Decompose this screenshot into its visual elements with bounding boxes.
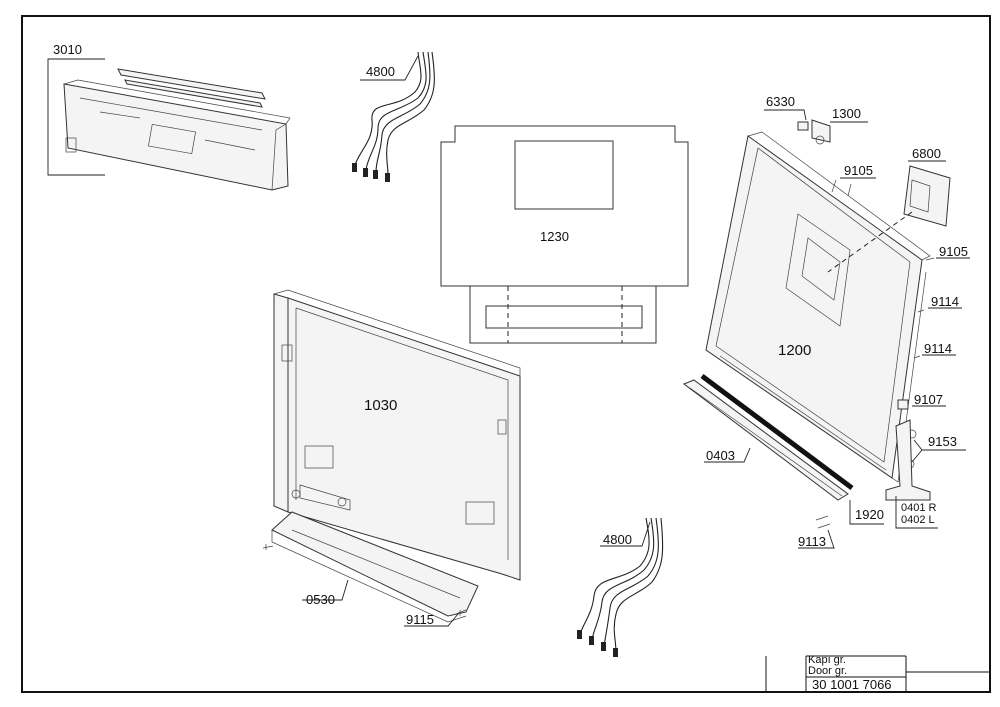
label-9107: 9107: [914, 392, 943, 407]
part-6330-latch-part: [764, 109, 809, 131]
label-9114-a: 9114: [931, 294, 959, 309]
label-1300: 1300: [832, 106, 861, 121]
label-1200: 1200: [778, 342, 811, 359]
label-6330: 6330: [766, 94, 795, 109]
part-9113-screw: [798, 515, 835, 549]
part-9107-clip: [897, 399, 946, 410]
part-1030-outer-door-panel: [273, 289, 521, 581]
label-1230: 1230: [540, 229, 569, 244]
label-9115: 9115: [406, 612, 434, 627]
part-1300-door-lock: [811, 119, 868, 145]
title-block: [765, 655, 990, 692]
title-line-2: Door gr.: [808, 665, 847, 677]
drawing-frame: [21, 15, 991, 693]
part-1920-door-seal: [700, 373, 884, 525]
label-1920: 1920: [855, 507, 884, 522]
part-1230-insulation-pad: [440, 125, 689, 344]
part-1200-inner-door: [705, 131, 931, 483]
label-9113: 9113: [798, 534, 826, 549]
label-1030: 1030: [364, 397, 397, 414]
label-0401: 0401 R: [901, 502, 937, 514]
label-3010: 3010: [53, 42, 82, 57]
title-line-1: Kapı gr.: [808, 654, 846, 666]
label-0402: 0402 L: [901, 514, 935, 526]
part-9115-screw: [404, 609, 467, 627]
label-4800-bottom: 4800: [603, 532, 632, 547]
part-4800-wiring-harness-top: [352, 51, 435, 182]
part-3010-control-panel: [47, 58, 291, 191]
part-4800-wiring-harness-bottom: [577, 517, 664, 657]
label-0403: 0403: [706, 448, 735, 463]
label-9114-b: 9114: [924, 341, 952, 356]
label-4800-top: 4800: [366, 64, 395, 79]
title-part-number: 30 1001 7066: [812, 677, 892, 692]
label-6800: 6800: [912, 146, 941, 161]
part-0403-side-rail: [682, 379, 849, 501]
label-9105-a: 9105: [844, 163, 873, 178]
part-0401-0402-hinge: [885, 419, 938, 529]
part-0530-bottom-strip: [262, 511, 479, 623]
label-9153: 9153: [928, 434, 957, 449]
part-6800-detergent-dispenser: [827, 160, 951, 273]
part-9114-screw-b: [913, 354, 956, 359]
label-9105-b: 9105: [939, 244, 968, 259]
part-9105-screw-b: [925, 257, 970, 261]
part-9105-screw-a: [831, 177, 876, 197]
label-0530: 0530: [306, 592, 335, 607]
part-9114-screw-a: [917, 307, 962, 313]
